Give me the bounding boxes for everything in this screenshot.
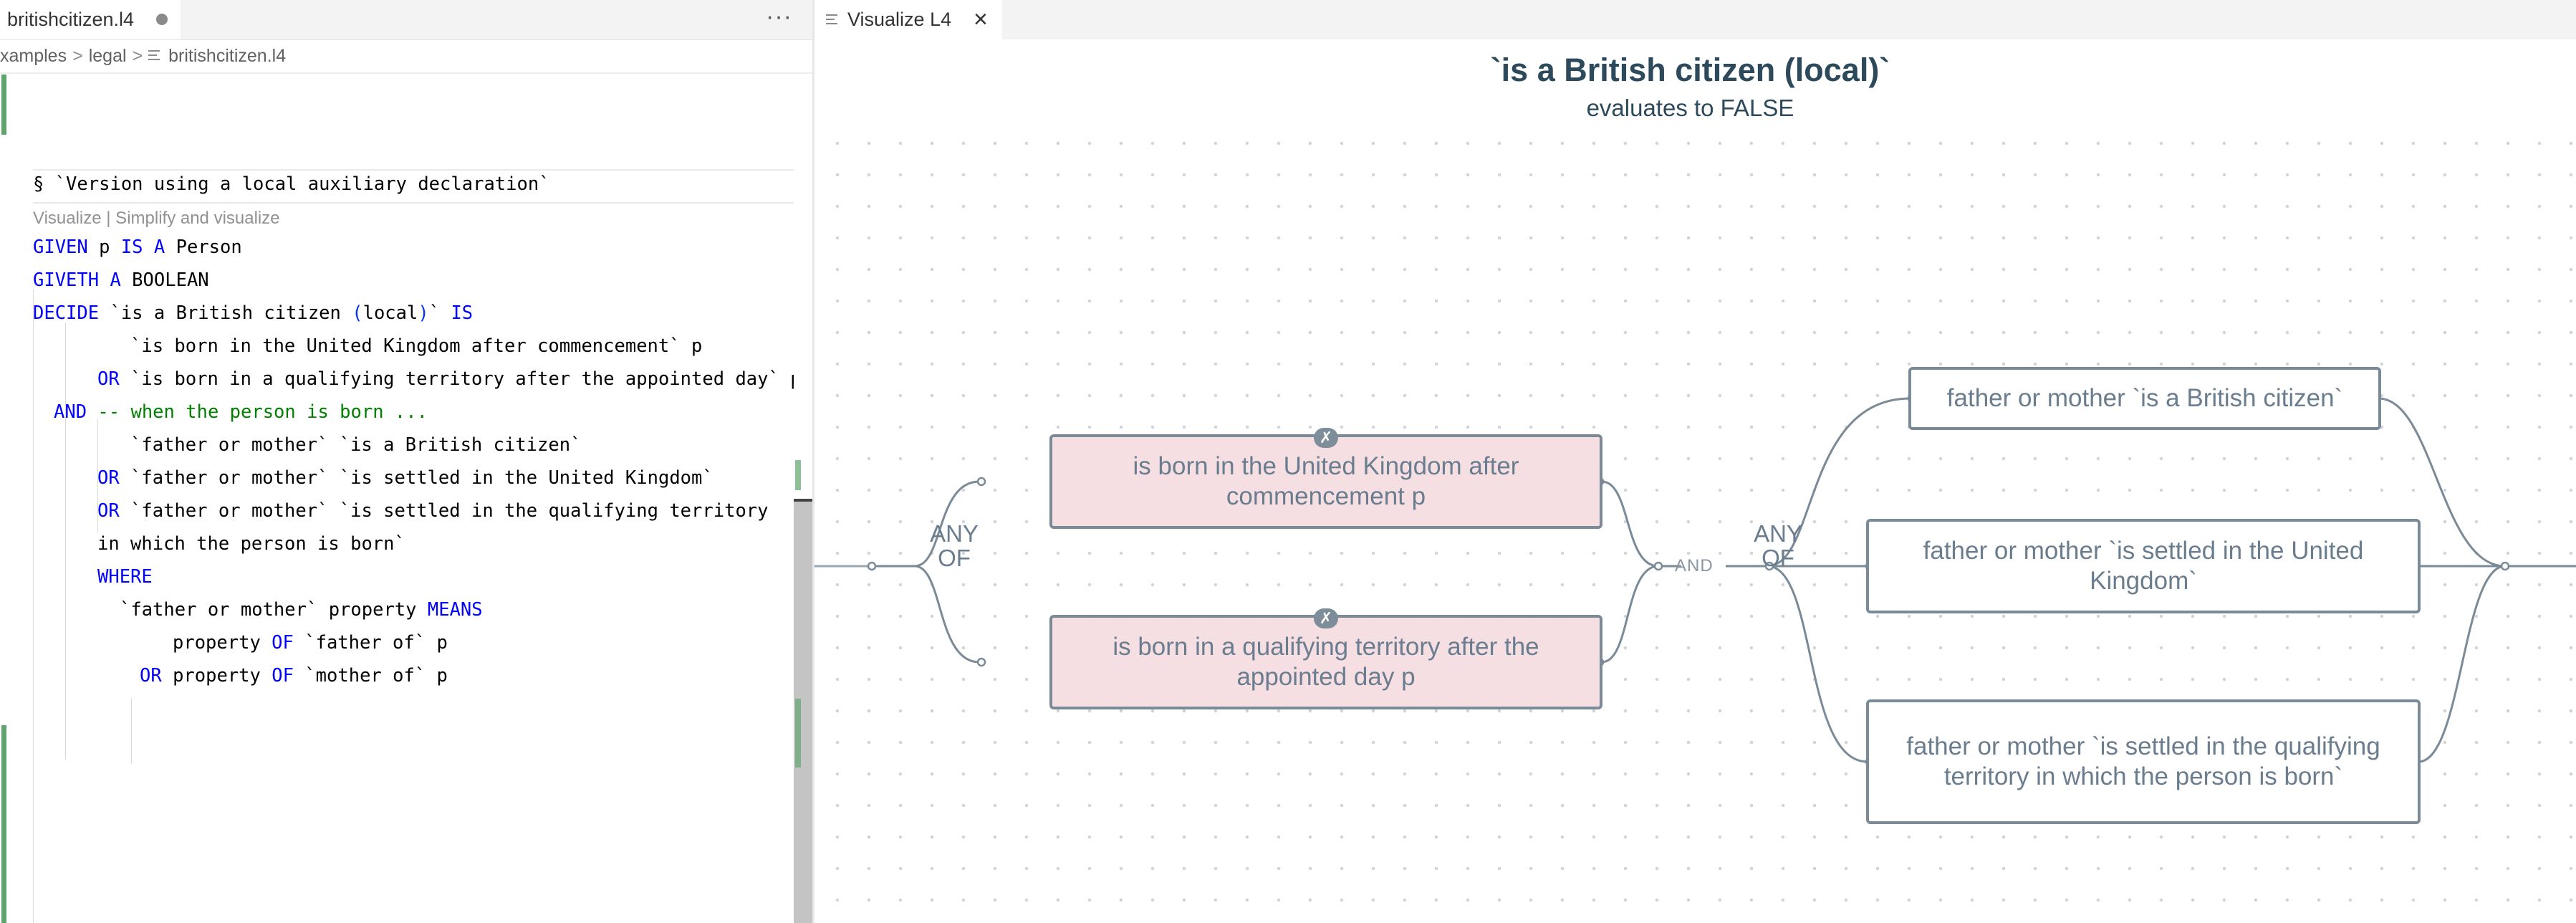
code-line-giveth: GIVETH A BOOLEAN — [33, 269, 209, 291]
indent-guide — [33, 290, 34, 923]
editor-tab-label: britishcitizen.l4 — [7, 9, 135, 30]
scrollbar-change-marker — [795, 460, 801, 490]
close-icon[interactable]: × — [974, 6, 988, 33]
code-line-territory-cont: in which the person is born` — [97, 533, 405, 555]
false-x-icon: ✗ — [1314, 428, 1338, 448]
scrollbar-change-marker — [795, 699, 801, 767]
code-line-born-uk: `is born in the United Kingdom after com… — [130, 335, 703, 357]
any-of-gate-label: ANY OF — [930, 520, 979, 571]
visualizer-tab[interactable]: Visualize L4 × — [814, 0, 1002, 39]
visualizer-header — [814, 39, 2576, 133]
visualizer-tab-bar: Visualize L4 × — [814, 0, 2576, 39]
code-line-father-of: property OF `father of` p — [173, 632, 448, 654]
breadcrumb-item-file[interactable]: britishcitizen.l4 — [168, 45, 287, 66]
codelens-visualize[interactable]: Visualize | Simplify and visualize — [33, 209, 280, 228]
file-lines-icon — [826, 13, 837, 27]
editor-tab-bar: britishcitizen.l4 ··· — [0, 0, 812, 40]
and-connector-label: AND — [1675, 556, 1714, 575]
breadcrumb-item-legal[interactable]: legal — [88, 45, 127, 66]
code-line-decide: DECIDE `is a British citizen (local)` IS — [33, 302, 474, 324]
visualizer-result-subtitle: evaluates to FALSE — [1586, 95, 1794, 121]
editor-tab-britishcitizen[interactable]: britishcitizen.l4 — [0, 0, 181, 39]
indent-guide — [65, 322, 66, 760]
code-line-and-comment: AND -- when the person is born ... — [54, 401, 428, 423]
code-line-given: GIVEN p IS A Person — [33, 236, 242, 258]
false-x-icon: ✗ — [1314, 608, 1338, 628]
code-editor[interactable]: § `Version using a local auxiliary decla… — [0, 75, 812, 923]
chevron-right-icon: > — [72, 45, 83, 66]
node-parent-settled-territory[interactable]: father or mother `is settled in the qual… — [1866, 699, 2421, 824]
pane-separator[interactable] — [812, 0, 814, 923]
code-line-heading: § `Version using a local auxiliary decla… — [33, 173, 550, 195]
node-parent-settled-uk[interactable]: father or mother `is settled in the Unit… — [1866, 519, 2421, 613]
section-heading-box — [33, 169, 812, 204]
code-line-parent-citizen: `father or mother` `is a British citizen… — [130, 434, 582, 456]
code-line-means: `father or mother` property MEANS — [120, 599, 483, 621]
breadcrumb-divider — [0, 72, 812, 74]
git-modified-gutter — [1, 75, 6, 135]
any-of-gate-label: ANY OF — [1754, 520, 1802, 571]
node-born-territory[interactable]: is born in a qualifying territory after … — [1049, 615, 1602, 709]
unsaved-dot-icon[interactable] — [156, 14, 168, 25]
code-line-parent-settled-uk: OR `father or mother` `is settled in the… — [97, 467, 713, 489]
chevron-right-icon: > — [132, 45, 143, 66]
code-line-mother-of: OR property OF `mother of` p — [140, 665, 448, 687]
code-line-parent-settled-territory: OR `father or mother` `is settled in the… — [97, 500, 769, 522]
visualizer-title: `is a British citizen (local)` — [1490, 52, 1890, 88]
file-lines-icon — [148, 49, 160, 63]
code-line-born-territory: OR `is born in a qualifying territory af… — [97, 368, 802, 390]
node-parent-citizen[interactable]: father or mother `is a British citizen` — [1908, 367, 2381, 430]
visualizer-pane: Visualize L4 × `is a British citizen (lo… — [814, 0, 2576, 923]
indent-guide — [131, 698, 132, 764]
code-line-where: WHERE — [97, 566, 153, 588]
breadcrumb: xamples > legal > britishcitizen.l4 — [0, 39, 812, 72]
indent-guide — [97, 419, 98, 533]
node-born-uk[interactable]: is born in the United Kingdom after comm… — [1049, 434, 1602, 529]
breadcrumb-item-examples[interactable]: xamples — [0, 45, 67, 66]
editor-pane: britishcitizen.l4 ··· xamples > legal > … — [0, 0, 812, 923]
git-modified-gutter — [1, 725, 6, 923]
visualizer-tab-label: Visualize L4 — [847, 9, 952, 30]
more-actions-icon[interactable]: ··· — [766, 3, 792, 30]
scrollbar-cursor-marker — [794, 499, 812, 502]
